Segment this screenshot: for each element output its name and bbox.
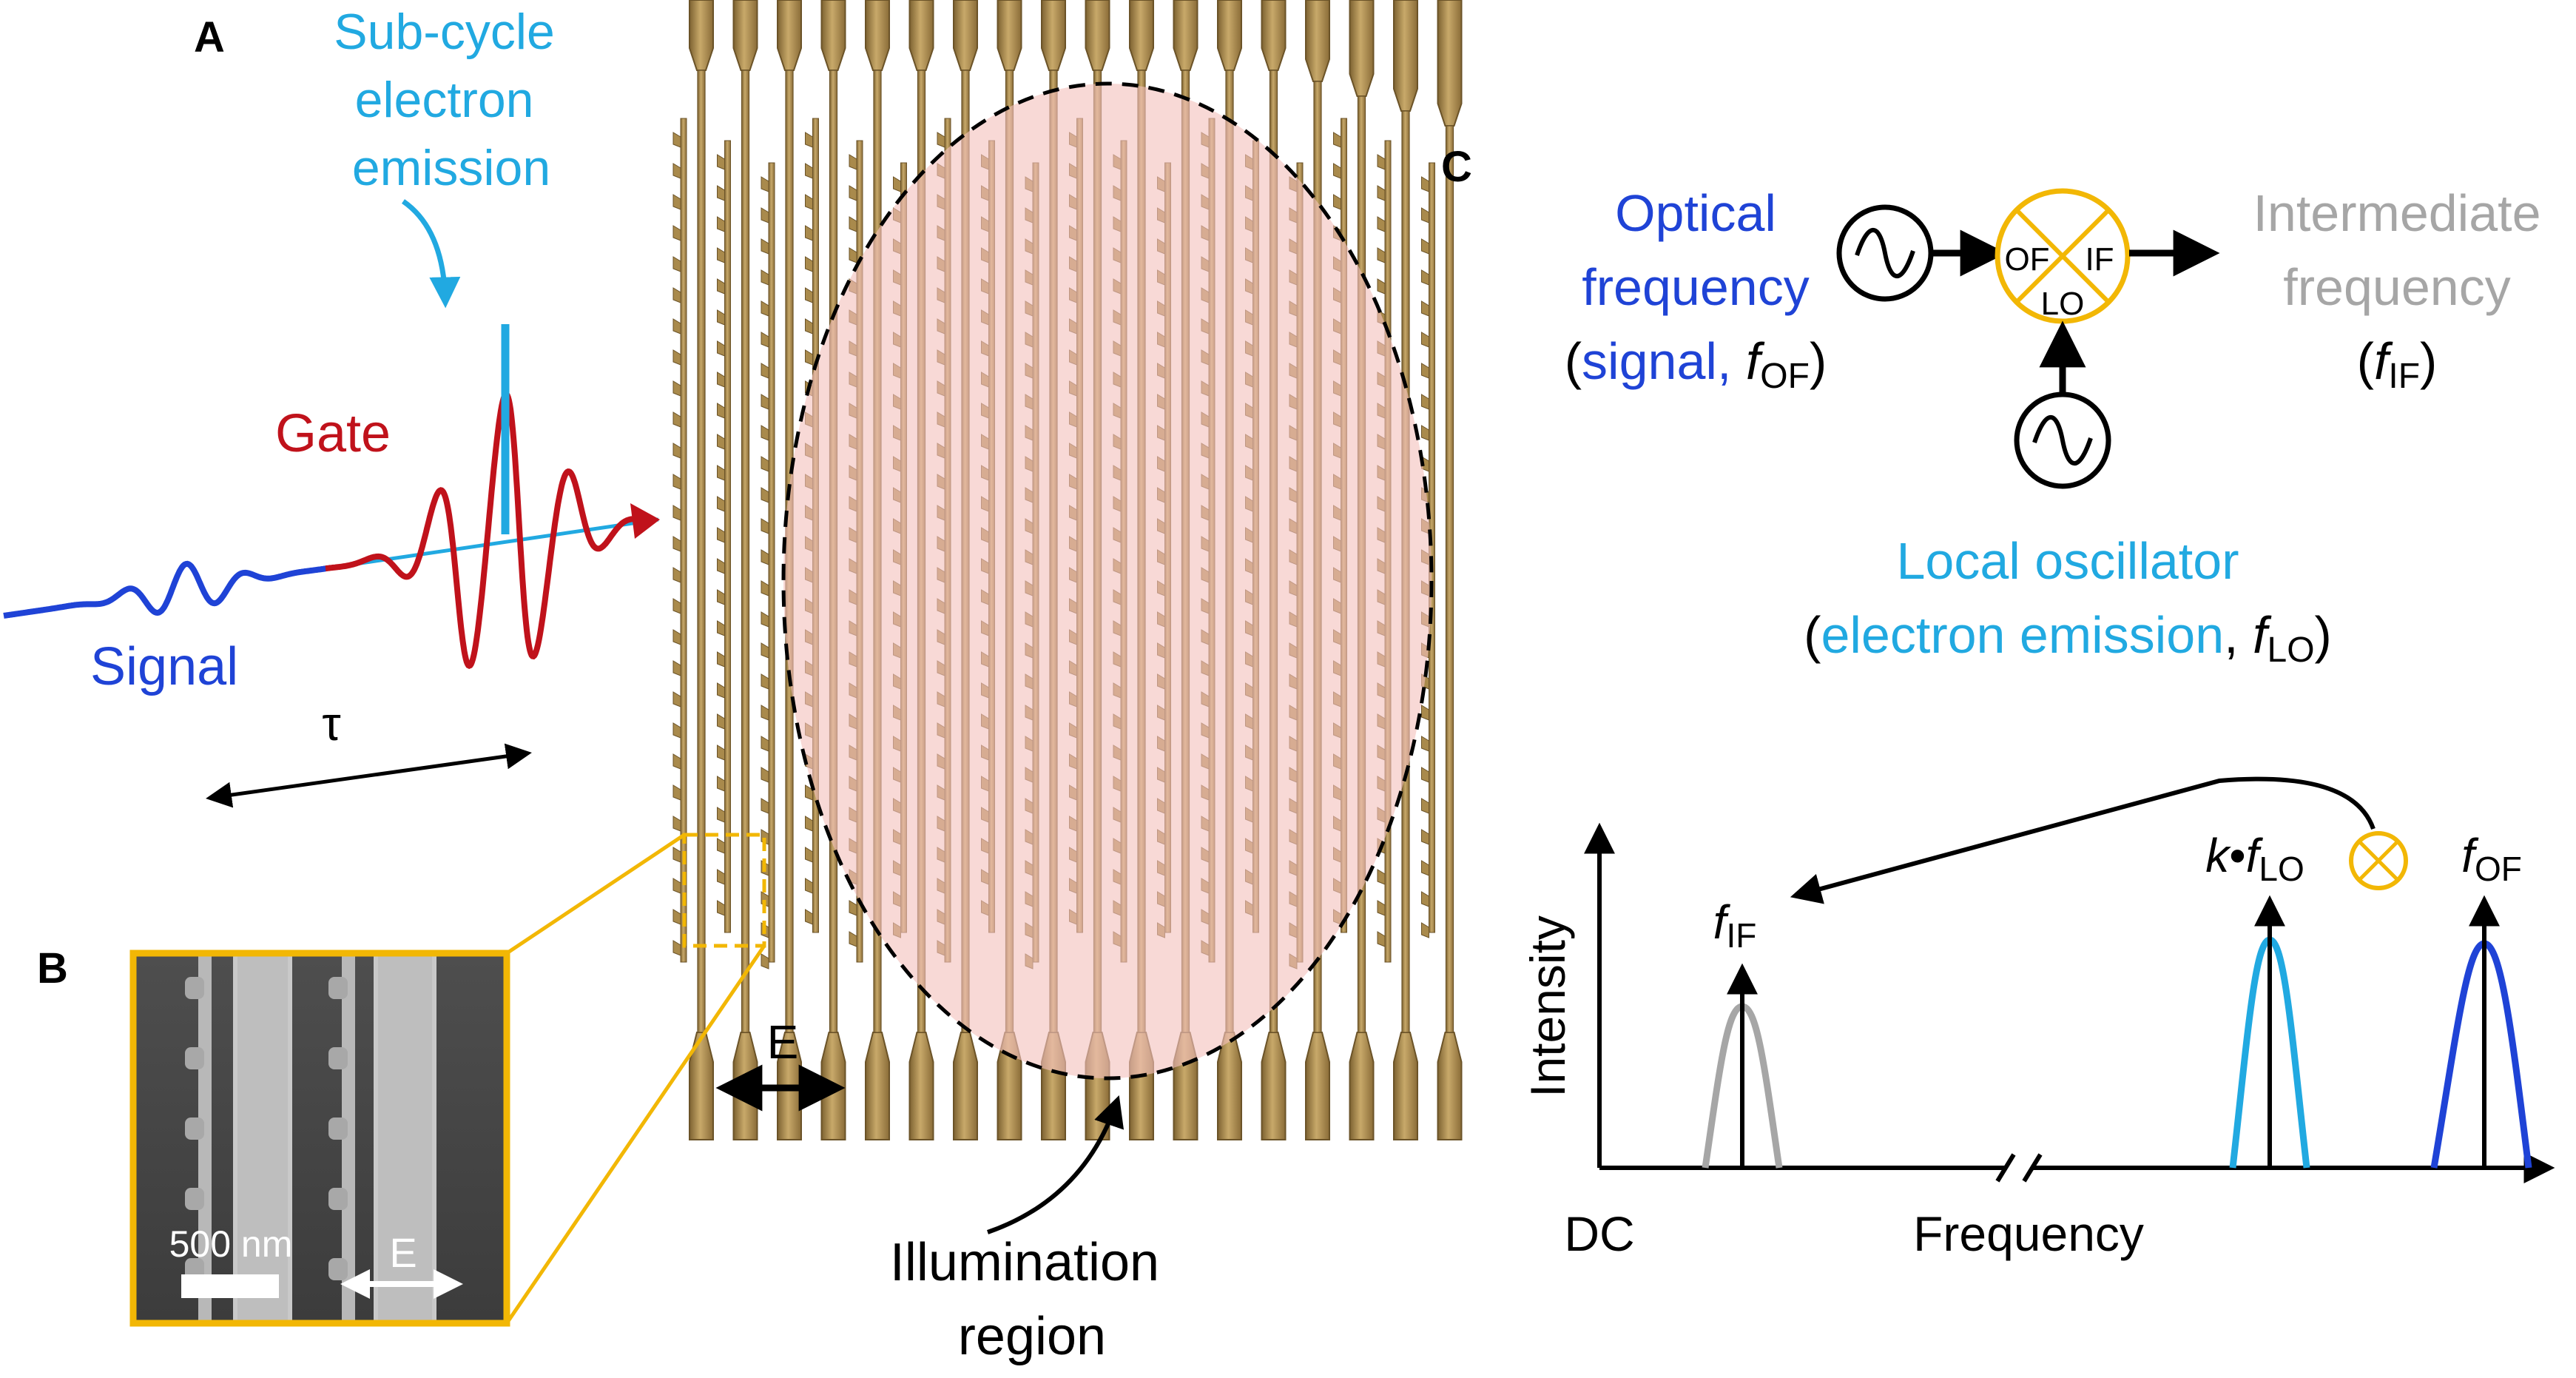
axis-break-mark (2022, 1153, 2043, 1183)
of-sine-icon (1855, 228, 1915, 278)
svg-text:Optical: Optical (1615, 184, 1776, 242)
emission-label: Sub-cycle electron emission (334, 4, 568, 196)
lo-sine-icon (2032, 415, 2093, 466)
local-oscillator-label: Local oscillator (electron emission, fLO… (1804, 532, 2332, 670)
panel-b: B 500 nm E (37, 833, 766, 1327)
illumination-region (781, 81, 1434, 1080)
mixer-port-if: IF (2085, 241, 2114, 278)
spectrum-plot: Intensity DC Frequency fIF k•fLO fOF (1520, 776, 2555, 1261)
panel-a-label: A (194, 13, 225, 61)
sem-frame (129, 950, 510, 1327)
signal-label: Signal (90, 637, 238, 696)
illumination-label: Illumination region (890, 1233, 1174, 1366)
mixer-port-lo: LO (2041, 286, 2085, 322)
mixing-symbol-icon (2349, 831, 2408, 890)
spectrum-dc-label: DC (1564, 1206, 1634, 1261)
intermediate-frequency-label: Intermediate frequency (fIF) (2253, 184, 2540, 396)
spectrum-y-label: Intensity (1520, 915, 1575, 1098)
gate-arrow-head (630, 503, 660, 539)
axis-break-mark (1995, 1153, 2016, 1183)
panel-c: C Optical frequency (signal, fOF) OF IF … (1441, 143, 2555, 1261)
array-field-label: E (767, 1015, 799, 1069)
scale-bar-label: 500 nm (169, 1223, 293, 1265)
svg-text:(electron emission, fLO): (electron emission, fLO) (1804, 606, 2332, 670)
panel-b-label: B (37, 944, 68, 992)
panel-c-label: C (1441, 143, 1472, 191)
zoom-box (682, 833, 766, 948)
gate-label: Gate (275, 404, 391, 463)
svg-text:Local oscillator: Local oscillator (1897, 532, 2239, 590)
delay-label: τ (322, 697, 340, 750)
peak-of (2430, 940, 2532, 1169)
propagation-axis (325, 517, 659, 571)
mixer-icon: OF IF LO (1995, 188, 2131, 324)
downconversion-arrow (1790, 776, 2376, 904)
panel-a: A Sub-cycle electron emission Gate Signa… (3, 0, 1463, 1366)
scale-bar (181, 1274, 279, 1298)
svg-text:frequency: frequency (1582, 258, 1809, 316)
sem-structures (185, 953, 436, 1323)
sem-field-label: E (389, 1229, 417, 1276)
gate-wave (325, 391, 637, 669)
svg-text:frequency: frequency (2283, 258, 2510, 316)
peak-if-label: fIF (1713, 895, 1757, 955)
zoom-line-top (505, 833, 686, 955)
peak-lo-label: k•fLO (2205, 829, 2304, 888)
svg-text:Intermediate: Intermediate (2253, 184, 2540, 242)
svg-text:(signal, fOF): (signal, fOF) (1565, 332, 1827, 396)
mixer-port-of: OF (2004, 241, 2049, 278)
peak-of-label: fOF (2461, 829, 2522, 888)
svg-text:(fIF): (fIF) (2357, 332, 2438, 396)
zoom-line-bottom (505, 944, 766, 1325)
delay-arrow (206, 743, 532, 808)
optical-frequency-label: Optical frequency (signal, fOF) (1565, 184, 1827, 396)
spectrum-x-label: Frequency (1913, 1206, 2144, 1261)
emission-pointer-arrow (401, 199, 461, 309)
illumination-pointer-arrow (987, 1095, 1125, 1234)
signal-wave (3, 560, 326, 619)
